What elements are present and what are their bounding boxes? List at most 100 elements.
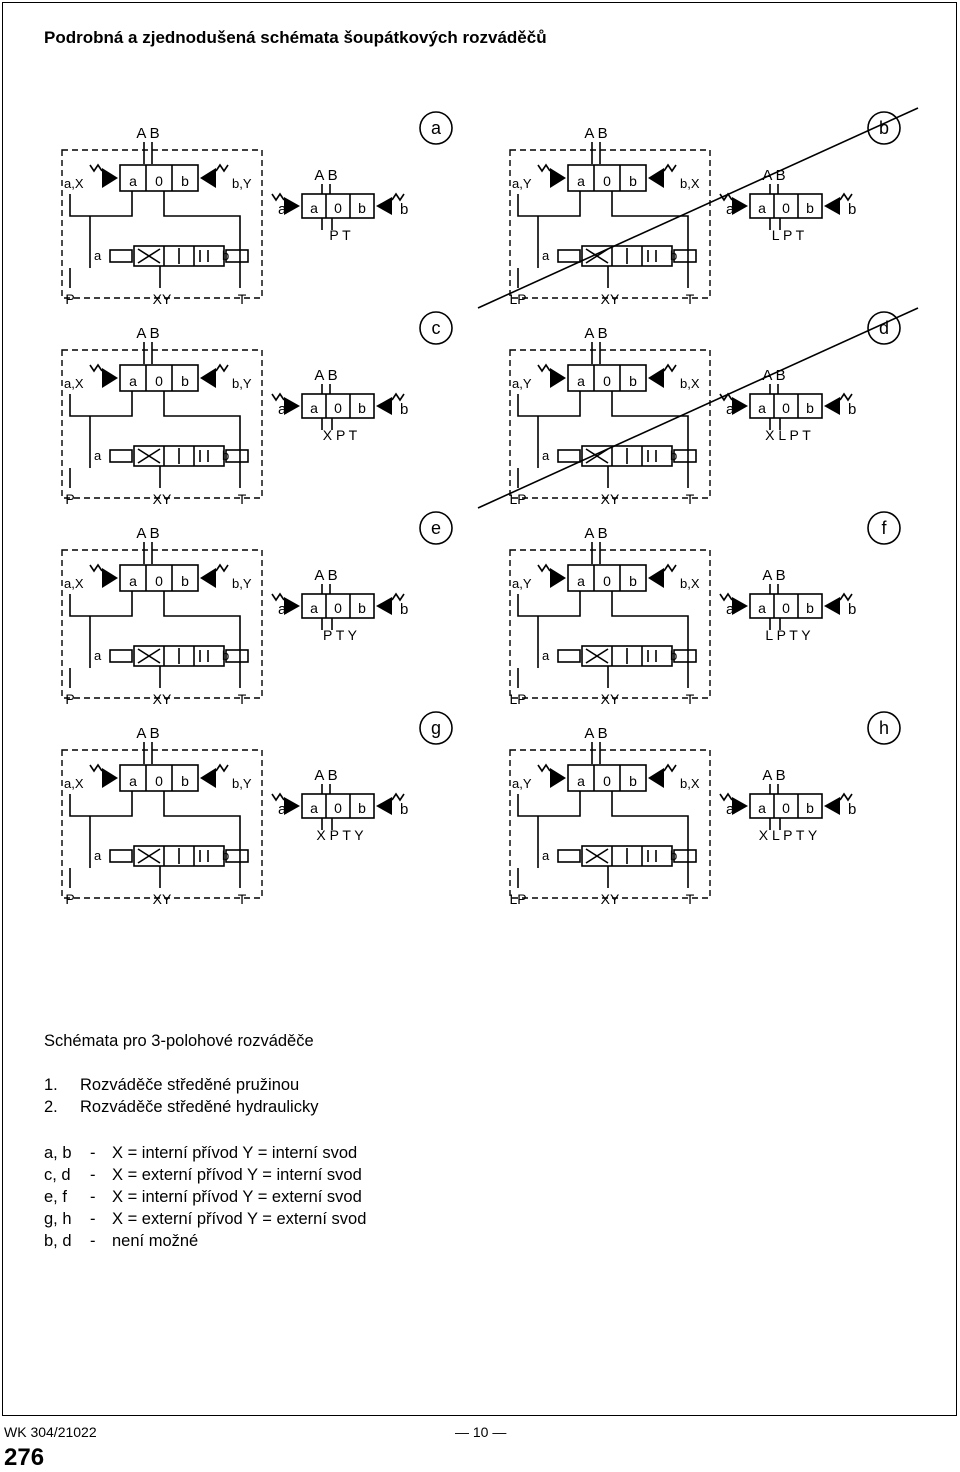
valve-label: b (181, 773, 189, 789)
flow-arrow (585, 648, 609, 664)
spring (215, 163, 229, 173)
pilot-end (557, 249, 581, 263)
pilot-line (163, 191, 241, 268)
simple-label-b: b (400, 201, 408, 218)
valve-label: a (577, 173, 585, 189)
pilot-line (611, 591, 689, 668)
port-label-xy: XY (601, 291, 620, 307)
actuator-arrow (376, 597, 392, 615)
valve-body (749, 793, 823, 819)
valve-label: b (806, 200, 814, 216)
valve-body (749, 193, 823, 219)
actuator-arrow (102, 168, 118, 188)
valve-label: 0 (603, 373, 611, 389)
actuator-arrow (550, 768, 566, 788)
valve-label: 0 (782, 600, 790, 616)
valve-label: b (806, 600, 814, 616)
pilot-line (163, 791, 241, 868)
pilot-frame (61, 149, 263, 299)
port-label-t: T (238, 291, 247, 307)
page-title: Podrobná a zjednodušená schémata šoupátk… (44, 28, 547, 47)
scheme-id: g (431, 718, 441, 738)
list-item: 2.Rozváděče středěné hydraulicky (44, 1098, 319, 1116)
scheme-id-circle (867, 511, 901, 545)
spring (719, 592, 733, 602)
scheme-id-circle (419, 111, 453, 145)
actuator-arrow (200, 768, 216, 788)
spring (663, 563, 677, 573)
actuator-arrow (824, 397, 840, 415)
pilot-end (673, 249, 697, 263)
legend-table: a, b-X = interní přívod Y = interní svod… (44, 1142, 366, 1252)
scheme-id-circle (867, 111, 901, 145)
spring (89, 363, 103, 373)
pilot-end (225, 649, 249, 663)
port-label-ab: A B (136, 525, 159, 542)
simple-port-label-ab: A B (314, 767, 337, 784)
valve-body (749, 393, 823, 419)
valve-label: b (358, 800, 366, 816)
valve-label: 0 (155, 373, 163, 389)
flow-arrow (137, 848, 161, 864)
valve-label: 0 (782, 800, 790, 816)
main-valve-label-b: b (222, 848, 229, 863)
simple-label-b: b (848, 801, 856, 818)
port-label-p: P (65, 691, 74, 707)
valve-label: a (310, 600, 318, 616)
not-possible-strike (477, 307, 919, 509)
pilot-line (163, 391, 241, 468)
pilot-label-right: b,X (680, 576, 700, 591)
footer-page: — 10 — (455, 1424, 507, 1440)
valve-body (301, 393, 375, 419)
actuator-arrow (102, 768, 118, 788)
simple-port-labels: L P T (772, 227, 805, 243)
valve-label: a (310, 400, 318, 416)
valve-label: 0 (603, 573, 611, 589)
spring (391, 192, 405, 202)
valve-label: a (758, 600, 766, 616)
actuator-arrow (284, 397, 300, 415)
valve-body (567, 364, 647, 392)
spring (839, 592, 853, 602)
main-valve-body (133, 445, 225, 467)
valve-label: a (758, 400, 766, 416)
actuator-arrow (376, 197, 392, 215)
pilot-label-left: a,X (64, 176, 84, 191)
port-label-ab: A B (584, 525, 607, 542)
pilot-frame (61, 749, 263, 899)
main-valve-body (581, 245, 673, 267)
pilot-line (69, 391, 133, 417)
valve-label: 0 (334, 600, 342, 616)
valve-label: 0 (603, 173, 611, 189)
spring (719, 792, 733, 802)
caption: Schémata pro 3-polohové rozváděče (44, 1032, 314, 1050)
scheme-id: c (432, 318, 441, 338)
page-frame (2, 2, 957, 1416)
main-valve-body (581, 845, 673, 867)
port-label-xy: XY (601, 891, 620, 907)
simple-port-labels: L P T Y (765, 627, 811, 643)
legend-row: a, b-X = interní přívod Y = interní svod (44, 1144, 358, 1162)
valve-label: a (129, 173, 137, 189)
simple-label-b: b (848, 401, 856, 418)
simple-label-b: b (400, 801, 408, 818)
flow-arrow (137, 248, 161, 264)
port-label-ab: A B (584, 725, 607, 742)
pilot-end (557, 849, 581, 863)
valve-label: a (310, 800, 318, 816)
port-label-t: T (238, 491, 247, 507)
valve-label: b (181, 373, 189, 389)
spring (537, 563, 551, 573)
actuator-arrow (200, 568, 216, 588)
main-valve-label-a: a (94, 448, 102, 463)
valve-label: b (806, 800, 814, 816)
simple-label-b: b (400, 401, 408, 418)
valve-label: 0 (334, 800, 342, 816)
valve-label: 0 (155, 173, 163, 189)
port-label-t: T (686, 691, 695, 707)
main-valve-label-b: b (222, 448, 229, 463)
pilot-line (69, 191, 133, 217)
actuator-arrow (824, 197, 840, 215)
main-valve-label-a: a (542, 648, 550, 663)
